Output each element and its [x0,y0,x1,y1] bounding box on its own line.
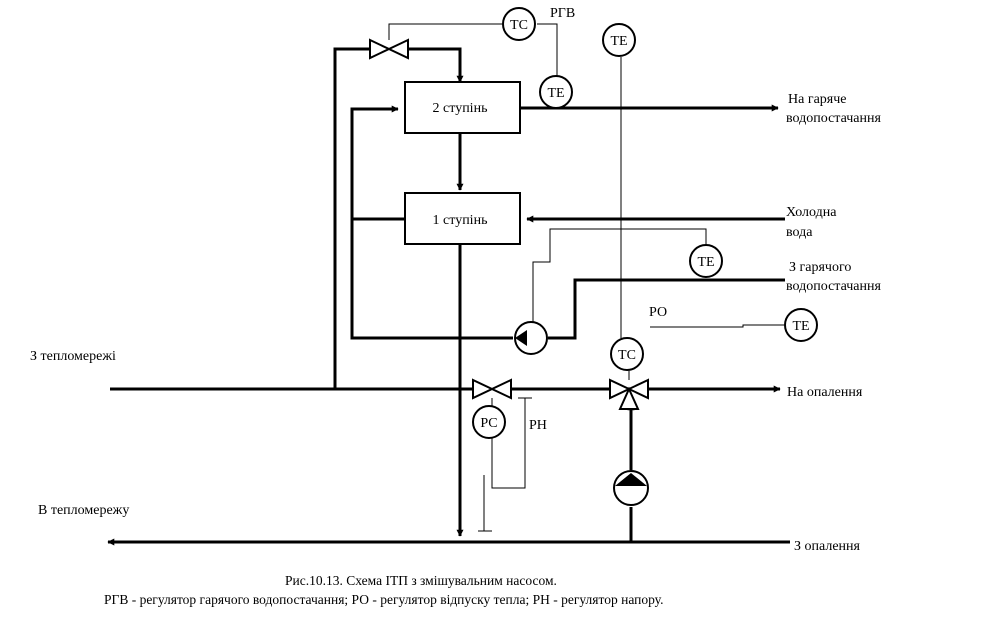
cold-water-label-line2: вода [786,225,813,240]
three-way-mixing-valve [609,378,649,410]
circulation-pump [514,321,548,355]
rgv-control-lines [388,23,558,76]
stage2-label: 2 ступінь [433,101,488,116]
rn-impulse-lines [478,397,532,532]
ro-sensor-line [650,324,784,328]
ro-label: РО [649,305,667,320]
svg-text:ТС: ТС [618,348,636,363]
hot-return-label-line1: З гарячого [789,260,851,275]
tc-rgv-controller: ТС [502,7,536,41]
figure-caption-line1: Рис.10.13. Схема ІТП з змішувальним насо… [285,573,557,588]
te-hot-return-sensor: ТЕ [689,244,723,278]
rgv-label: РГВ [550,6,575,21]
stage1-heat-exchanger: 1 ступінь [404,192,521,245]
svg-text:ТЕ: ТЕ [547,86,564,101]
tc-ro-controller: ТС [610,337,644,371]
hot-supply-label-line2: водопостачання [786,111,881,126]
to-network-label: В тепломережу [38,503,129,518]
hot-supply-label-line1: На гаряче [788,92,846,107]
rn-pressure-valve [472,378,512,400]
te-ro-sensor: ТЕ [784,308,818,342]
svg-text:ТС: ТС [510,18,528,33]
rn-label: РН [529,418,547,433]
mixing-pump [613,470,649,506]
svg-text:РС: РС [480,416,497,431]
stage2-supply-branch [333,47,464,389]
svg-text:ТЕ: ТЕ [792,319,809,334]
te-outdoor-sensor: ТЕ [602,23,636,57]
to-heating-label: На опалення [787,385,863,400]
figure-caption-line2: РГВ - регулятор гарячого водопостачання;… [104,592,663,607]
rs-pressure-controller: РС [472,405,506,439]
svg-text:ТЕ: ТЕ [697,255,714,270]
from-heating-label: З опалення [794,539,861,554]
from-network-label: З тепломережі [30,349,116,364]
svg-text:ТЕ: ТЕ [610,34,627,49]
cold-water-label-line1: Холодна [786,205,837,220]
te-hot-water-sensor: ТЕ [539,75,573,109]
stage1-label: 1 ступінь [433,213,488,228]
hot-return-label-line2: водопостачання [786,279,881,294]
recirculation-loop [350,105,785,340]
hot-return-sensor-line [532,228,707,322]
rgv-control-valve [369,38,409,60]
stage2-heat-exchanger: 2 ступінь [404,81,521,134]
